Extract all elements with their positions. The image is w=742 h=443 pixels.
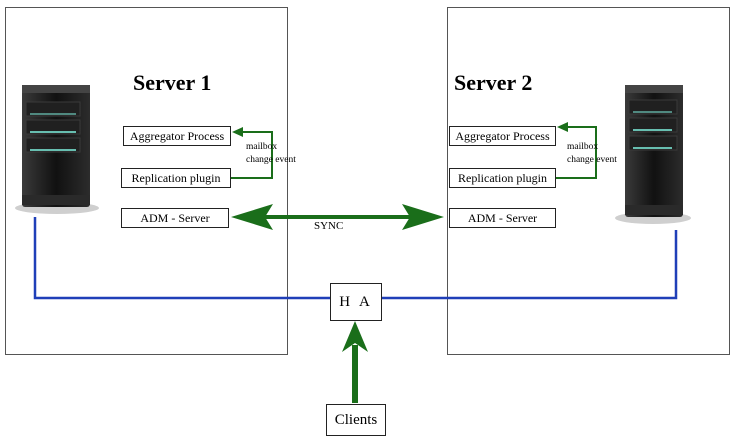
server1-replication-box: Replication plugin — [121, 168, 231, 188]
server1-adm-box: ADM - Server — [121, 208, 229, 228]
server2-replication-box: Replication plugin — [449, 168, 556, 188]
server2-event-label-line1: mailbox — [567, 142, 599, 152]
event-arrow-server2-head — [557, 122, 568, 132]
server2-title: Server 2 — [454, 70, 533, 95]
server2-adm-box: ADM - Server — [449, 208, 556, 228]
server1-event-label-line1: mailbox — [246, 142, 278, 152]
ha-link-right — [382, 230, 678, 300]
clients-box: Clients — [326, 404, 386, 436]
server-tower-icon — [615, 85, 691, 224]
sync-arrow-right-head — [402, 204, 444, 230]
server1-title: Server 1 — [133, 70, 212, 95]
server2-aggregator-box: Aggregator Process — [449, 126, 556, 146]
event-arrow-server1 — [231, 131, 273, 179]
server1-event-label-line2: change event — [246, 155, 296, 165]
sync-arrow-left-head — [231, 204, 273, 230]
clients-arrow-head — [342, 321, 368, 352]
event-arrow-server2 — [556, 126, 597, 179]
ha-link-left — [33, 217, 330, 300]
server1-aggregator-box: Aggregator Process — [123, 126, 231, 146]
ha-box: H A — [330, 283, 382, 321]
server-tower-icon — [15, 85, 99, 214]
sync-label: SYNC — [314, 220, 344, 232]
event-arrow-server1-head — [232, 127, 243, 137]
server2-event-label-line2: change event — [567, 155, 617, 165]
